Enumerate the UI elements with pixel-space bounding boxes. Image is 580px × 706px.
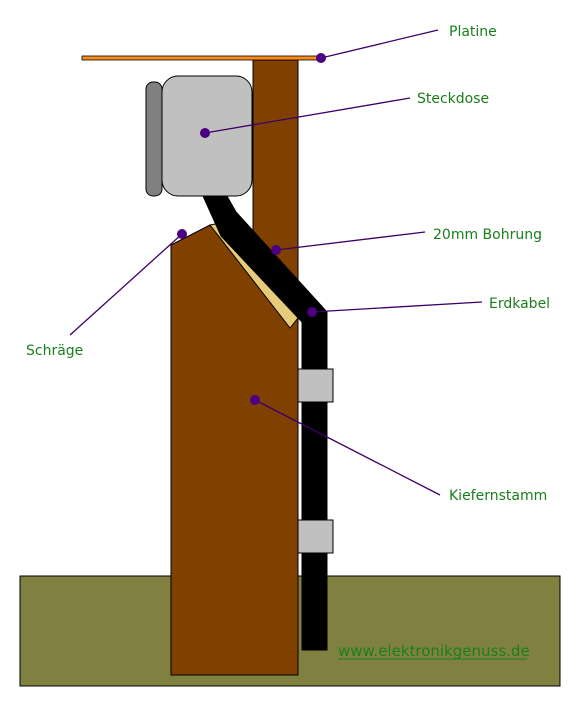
trunk-main bbox=[170, 224, 299, 676]
dot-bohrung bbox=[271, 245, 281, 255]
earth-cable bbox=[202, 195, 328, 651]
leader-schraege bbox=[69, 233, 183, 336]
cable-clamp-lower bbox=[297, 519, 334, 554]
socket-side bbox=[145, 81, 163, 197]
leader-erdkabel bbox=[311, 301, 483, 313]
cable-clamp-upper bbox=[297, 368, 334, 403]
label-steckdose: Steckdose bbox=[417, 91, 489, 107]
platine-board bbox=[81, 55, 326, 61]
dot-schraege bbox=[177, 229, 187, 239]
leader-bohrung bbox=[275, 231, 426, 251]
website-link[interactable]: www.elektronikgenuss.de bbox=[338, 642, 530, 660]
label-kiefernstamm: Kiefernstamm bbox=[449, 488, 547, 504]
leader-kiefernstamm bbox=[254, 399, 441, 496]
dot-steckdose bbox=[200, 128, 210, 138]
label-erdkabel: Erdkabel bbox=[489, 296, 550, 312]
label-bohrung: 20mm Bohrung bbox=[433, 227, 542, 243]
dot-erdkabel bbox=[307, 307, 317, 317]
dot-platine bbox=[316, 53, 326, 63]
label-platine: Platine bbox=[449, 24, 497, 40]
leader-steckdose bbox=[204, 97, 411, 134]
dot-kiefernstamm bbox=[250, 395, 260, 405]
leader-platine bbox=[320, 29, 439, 59]
label-schraege: Schräge bbox=[26, 343, 83, 359]
